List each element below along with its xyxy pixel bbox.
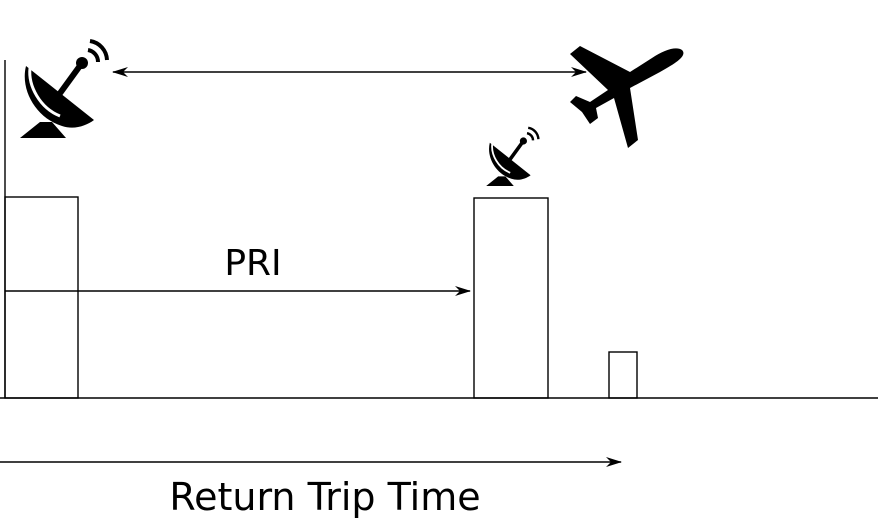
radar-dish-icon <box>20 39 109 138</box>
radar-dish-small-icon <box>486 126 540 186</box>
transmit-pulse-1 <box>4 196 79 399</box>
airplane-icon <box>570 46 684 148</box>
transmit-pulse-2 <box>473 197 549 399</box>
pri-label: PRI <box>224 243 281 284</box>
return-trip-label: Return Trip Time <box>169 475 480 519</box>
echo-pulse <box>608 351 638 399</box>
